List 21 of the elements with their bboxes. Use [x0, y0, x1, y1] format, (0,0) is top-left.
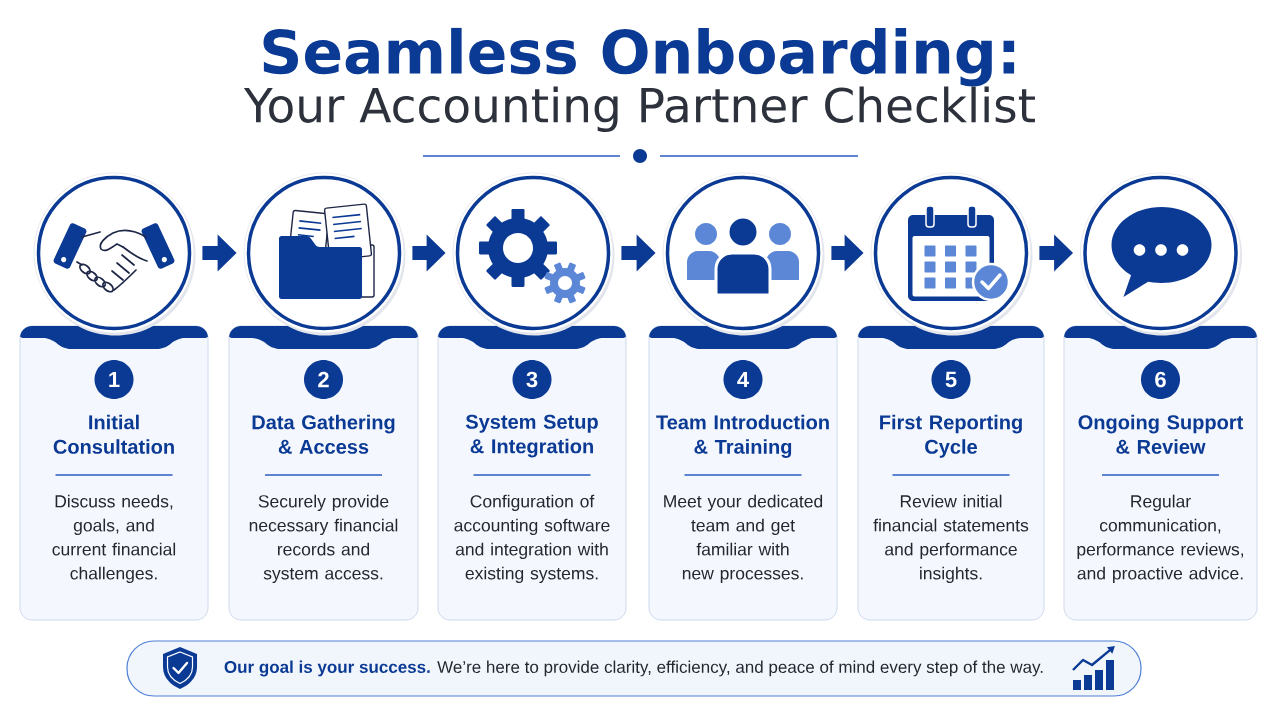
number-badge: 4	[723, 360, 763, 399]
number-badge: 1	[94, 360, 134, 399]
step-title: System Setup & Integration	[465, 414, 598, 458]
number-badge: 2	[304, 360, 343, 399]
number-badge: 3	[512, 360, 552, 399]
title: Seamless Onboarding:	[263, 27, 1015, 87]
step-description: Regular communication, performance reviews, and proactive advice.	[1077, 494, 1244, 583]
subtitle: Your Accounting Partner Checklist	[243, 86, 1035, 133]
step-description: Securely provide necessary financial records and system access.	[249, 494, 398, 583]
number-badge: 5	[931, 360, 971, 399]
step-title: Ongoing Support & Review	[1078, 414, 1244, 454]
step-title: Data Gathering & Access	[252, 414, 395, 454]
step-description: Discuss needs, goals, and current financial challenges.	[52, 494, 176, 583]
number-badge: 6	[1141, 360, 1180, 399]
banner: Our goal is your success. We’re here to provide clarity, efficiency, and peace of mind every step of the way.	[126, 640, 1142, 697]
step-title: First Reporting Cycle	[880, 414, 1022, 458]
step-title: Team Introduction & Training	[656, 414, 829, 458]
step-description: Meet your dedicated team and get familiar with new processes.	[664, 494, 823, 583]
step-description: Configuration of accounting software and integration with existing systems.	[454, 494, 610, 583]
step-description: Review initial financial statements and performance insights.	[873, 494, 1029, 583]
step-title: Initial Consultation	[53, 414, 174, 454]
